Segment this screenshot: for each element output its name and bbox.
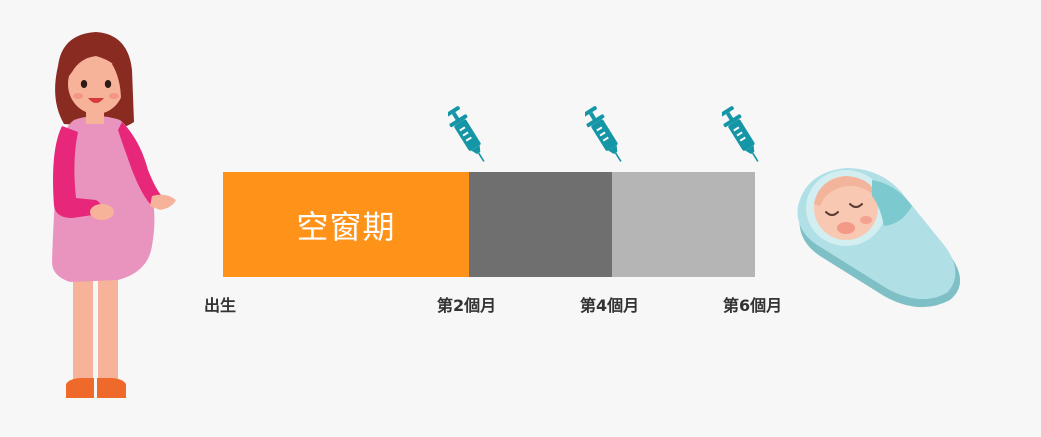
tick-label-month-4: 第4個月 bbox=[580, 296, 640, 315]
month-2-to-4-segment bbox=[469, 172, 612, 277]
syringe-icon bbox=[585, 106, 622, 162]
pregnant-woman-illustration bbox=[52, 32, 176, 398]
tick-label-month-2: 第2個月 bbox=[437, 296, 497, 315]
tick-label-month-6: 第6個月 bbox=[723, 296, 783, 315]
month-4-to-6-segment bbox=[612, 172, 755, 277]
syringe-icon bbox=[448, 106, 485, 162]
tick-label-birth: 出生 bbox=[204, 296, 237, 315]
syringe-icon bbox=[722, 106, 759, 162]
gap-period-segment: 空窗期 bbox=[223, 172, 469, 277]
gap-period-label: 空窗期 bbox=[296, 207, 396, 246]
swaddled-baby-illustration bbox=[797, 168, 961, 308]
